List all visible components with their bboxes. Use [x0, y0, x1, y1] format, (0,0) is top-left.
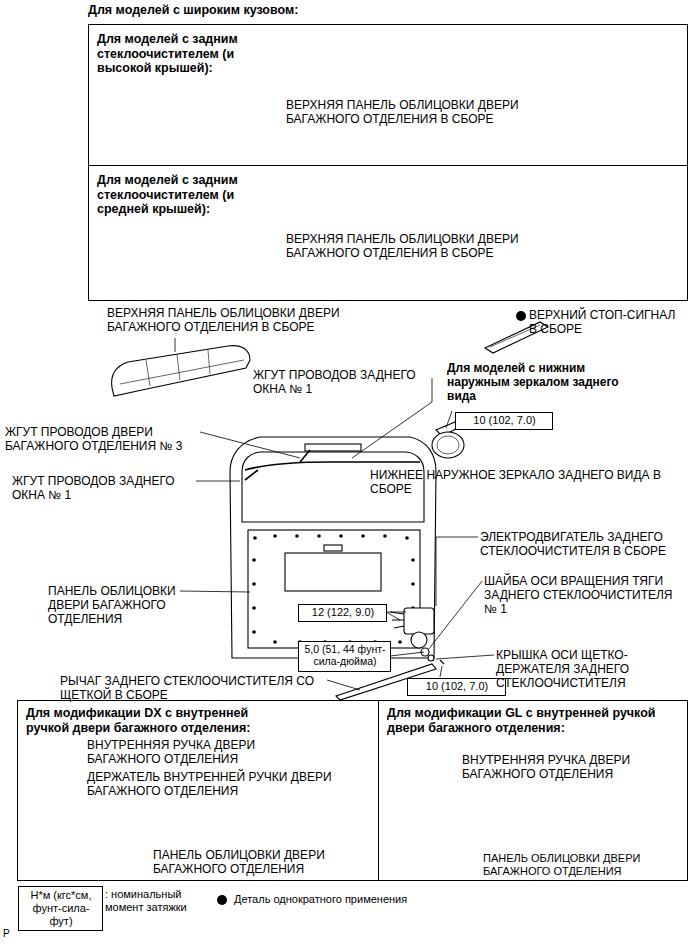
part-name: ВЕРХНЯЯ ПАНЕЛЬ ОБЛИЦОВКИ ДВЕРИ БАГАЖНОГО… [286, 232, 556, 260]
variant-heading: Для модификации GL с внутренней ручкой д… [387, 706, 657, 735]
part-name: ВНУТРЕННЯЯ РУЧКА ДВЕРИ БАГАЖНОГО ОТДЕЛЕН… [462, 753, 682, 781]
part-label: КРЫШКА ОСИ ЩЕТКО-ДЕРЖАТЕЛЯ ЗАДНЕГО СТЕКЛ… [496, 648, 686, 690]
part-name: ПАНЕЛЬ ОБЛИЦОВКИ ДВЕРИ БАГАЖНОГО ОТДЕЛЕН… [483, 852, 683, 878]
torque-box: 12 (122, 9.0) [298, 604, 387, 622]
part-name: ВЕРХНЯЯ ПАНЕЛЬ ОБЛИЦОВКИ ДВЕРИ БАГАЖНОГО… [286, 98, 556, 126]
legend-torque-box: Н*м (кгс*см, фунт-сила-фут) [18, 886, 103, 931]
part-label: ЭЛЕКТРОДВИГАТЕЛЬ ЗАДНЕГО СТЕКЛООЧИСТИТЕЛ… [480, 530, 686, 558]
part-label: РЫЧАГ ЗАДНЕГО СТЕКЛООЧИСТИТЕЛЯ СО ЩЕТКОЙ… [60, 674, 360, 702]
variant-panel: Для моделей с задним стеклоочистителем (… [88, 165, 688, 301]
part-label: ВЕРХНИЙ СТОП-СИГНАЛ В СБОРЕ [529, 308, 679, 336]
part-name: ДЕРЖАТЕЛЬ ВНУТРЕННЕЙ РУЧКИ ДВЕРИ БАГАЖНО… [87, 770, 347, 798]
part-label: ЖГУТ ПРОВОДОВ ЗАДНЕГО ОКНА № 1 [253, 368, 428, 396]
part-label: ПАНЕЛЬ ОБЛИЦОВКИ ДВЕРИ БАГАЖНОГО ОТДЕЛЕН… [48, 584, 198, 626]
torque-value: 10 (102, 7.0) [410, 680, 504, 693]
part-label: ВЕРХНЯЯ ПАНЕЛЬ ОБЛИЦОВКИ ДВЕРИ БАГАЖНОГО… [107, 306, 387, 334]
variant-panel: Для модификации GL с внутренней ручкой д… [378, 700, 688, 881]
torque-value: 5,0 (51, 44 фунт-сила-дюйма) [301, 643, 389, 668]
legend-text: Деталь однократного применения [234, 893, 464, 906]
legend-text: : номинальный момент затяжки [105, 888, 215, 914]
part-name: ВНУТРЕННЯЯ РУЧКА ДВЕРИ БАГАЖНОГО ОТДЕЛЕН… [87, 738, 317, 766]
torque-box: 5,0 (51, 44 фунт-сила-дюйма) [298, 641, 391, 672]
torque-unit: Н*м (кгс*см, фунт-сила-фут) [21, 889, 101, 928]
diagram-title: Для моделей с широким кузовом: [88, 3, 488, 18]
torque-box: 10 (102, 7.0) [407, 678, 506, 696]
part-label: ЖГУТ ПРОВОДОВ ЗАДНЕГО ОКНА № 1 [12, 474, 192, 502]
torque-box: 10 (102, 7.0) [455, 412, 553, 430]
variant-heading: Для моделей с задним стеклоочистителем (… [97, 32, 287, 76]
variant-note: Для моделей с нижним наружным зеркалом з… [447, 361, 627, 403]
part-label: НИЖНЕЕ НАРУЖНОЕ ЗЕРКАЛО ЗАДНЕГО ВИДА В С… [370, 468, 685, 496]
variant-heading: Для моделей с задним стеклоочистителем (… [97, 173, 287, 217]
part-label: ШАЙБА ОСИ ВРАЩЕНИЯ ТЯГИ ЗАДНЕГО СТЕКЛООЧ… [484, 574, 684, 616]
torque-value: 12 (122, 9.0) [301, 606, 385, 619]
variant-panel: Для модификации DX с внутренней ручкой д… [17, 700, 379, 881]
variant-panel: Для моделей с задним стеклоочистителем (… [88, 24, 688, 166]
variant-heading: Для модификации DX с внутренней ручкой д… [26, 706, 286, 735]
part-label: ЖГУТ ПРОВОДОВ ДВЕРИ БАГАЖНОГО ОТДЕЛЕНИЯ … [5, 425, 200, 453]
page-mark: P [3, 928, 23, 940]
part-name: ПАНЕЛЬ ОБЛИЦОВКИ ДВЕРИ БАГАЖНОГО ОТДЕЛЕН… [153, 848, 375, 876]
torque-value: 10 (102, 7.0) [458, 414, 551, 427]
